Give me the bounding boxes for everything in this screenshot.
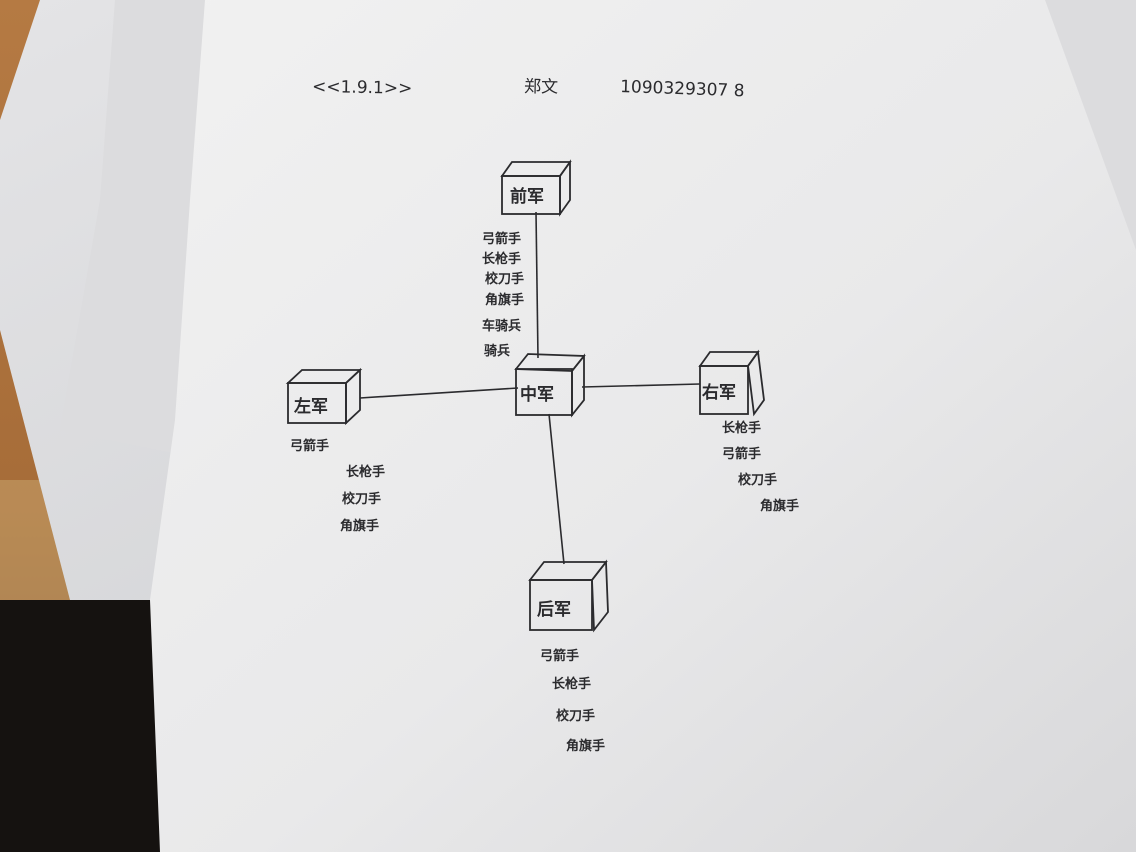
left-army-label: 左军 [294,396,328,417]
front-note-3: 校刀手 [485,271,524,287]
rear-army-label: 后军 [537,600,571,620]
connector-center-right [581,383,701,388]
connector-left-center [359,387,519,399]
rear-note-2: 长枪手 [552,676,591,692]
left-army-box [285,367,363,426]
front-army-box [500,159,572,217]
front-note-6: 骑兵 [484,343,510,359]
front-note-2: 长枪手 [482,251,521,267]
front-note-5: 车骑兵 [482,318,521,334]
rear-note-4: 角旗手 [566,738,605,754]
right-army-label: 右军 [702,382,736,403]
left-note-1: 弓箭手 [290,438,329,454]
right-note-3: 校刀手 [738,472,777,488]
right-note-4: 角旗手 [760,498,799,514]
rear-note-3: 校刀手 [556,708,595,724]
left-note-4: 角旗手 [340,518,379,534]
center-army-label: 中军 [520,384,554,405]
right-note-1: 长枪手 [722,420,761,436]
right-note-2: 弓箭手 [722,446,761,462]
right-army-box [698,349,765,417]
header-section: <<1.9.1>> [312,77,413,99]
front-army-notes: 弓箭手 长枪手 校刀手 角旗手 车骑兵 骑兵 [482,231,524,359]
front-note-4: 角旗手 [485,292,524,308]
connector-center-rear [548,413,565,565]
rear-army-box [528,559,609,633]
rear-army-notes: 弓箭手 长枪手 校刀手 角旗手 [540,648,605,754]
front-note-1: 弓箭手 [482,231,521,247]
center-army-box [514,353,586,418]
header-name: 郑文 [524,77,558,98]
left-army-notes: 弓箭手 长枪手 校刀手 角旗手 [290,438,385,534]
left-note-3: 校刀手 [342,491,381,507]
rear-note-1: 弓箭手 [540,648,579,664]
left-note-2: 长枪手 [346,464,385,480]
connector-front-center [535,211,539,359]
main-paper-sheet [150,0,1136,852]
front-army-label: 前军 [510,186,544,207]
floor-shadow [0,600,180,852]
header-student-id: 1090329307 8 [620,77,745,101]
right-army-notes: 长枪手 弓箭手 校刀手 角旗手 [722,420,799,514]
